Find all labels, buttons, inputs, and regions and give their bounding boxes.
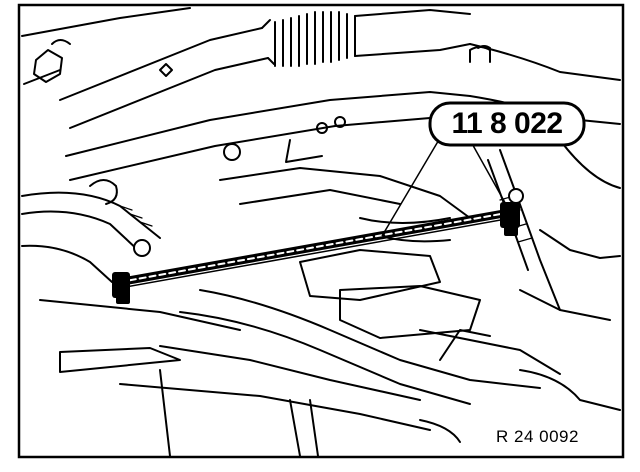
- underbody-outline: [21, 7, 621, 457]
- bar-end-nuts: [112, 202, 520, 304]
- figure-border: [17, 3, 625, 459]
- callout-label: 11 8 022: [451, 107, 563, 140]
- reference-code: R 24 0092: [496, 427, 579, 446]
- mount-points: [133, 188, 524, 257]
- callout-bubble: [428, 101, 586, 147]
- callout-leaders: [381, 137, 509, 237]
- tension-bar: [116, 208, 516, 289]
